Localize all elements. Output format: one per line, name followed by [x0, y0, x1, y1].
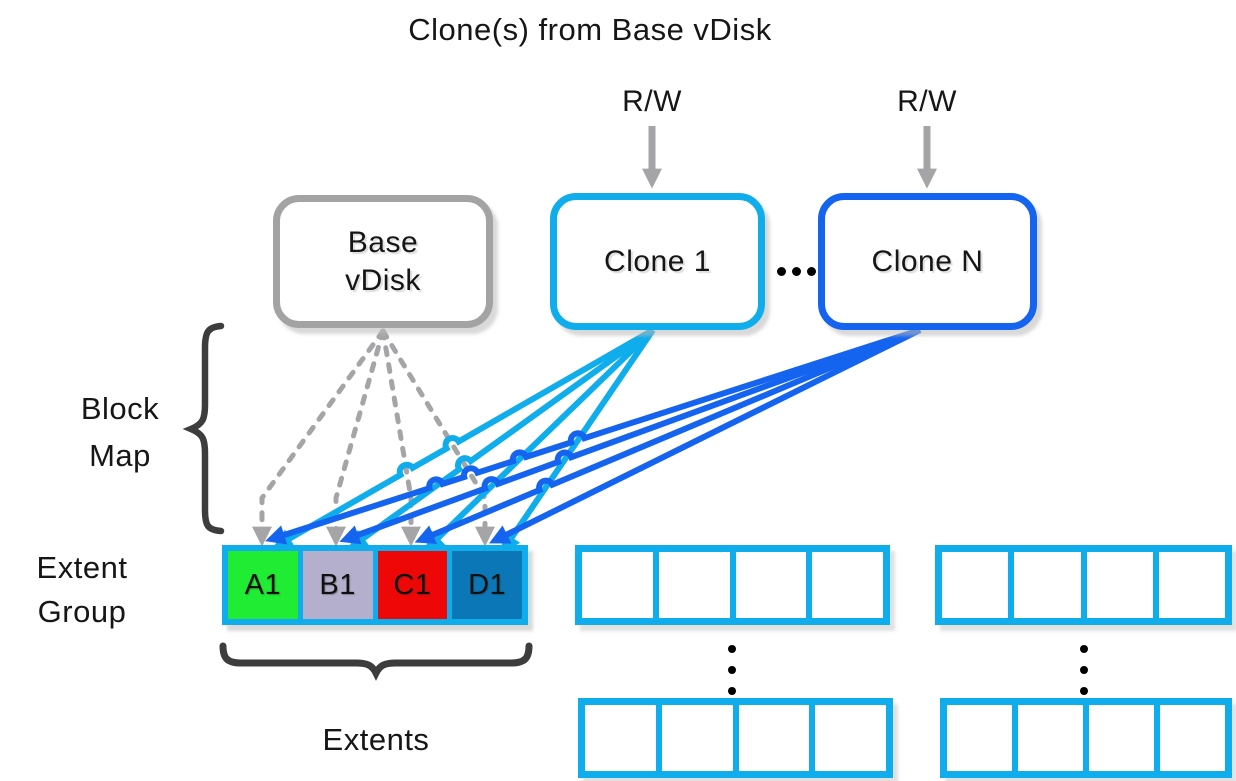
- empty-extent-cell: [655, 705, 733, 771]
- block-map-arrow-base: [326, 328, 386, 547]
- rw-label-clone1: R/W: [622, 85, 682, 118]
- extent-cell-a1: A1: [228, 551, 298, 619]
- vertical-dots: [1080, 645, 1088, 695]
- block-map-arrow-clonen: [339, 327, 922, 545]
- extent-cell-c1: C1: [377, 551, 448, 619]
- empty-extent-cell: [729, 552, 807, 618]
- empty-extent-cell: [582, 552, 653, 618]
- empty-extent-cell: [1012, 705, 1083, 771]
- empty-extent-cell: [809, 705, 886, 771]
- empty-extent-cell: [1083, 705, 1154, 771]
- base-vdisk-box: Base vDisk: [273, 195, 493, 328]
- block-map-arrow-base: [380, 328, 495, 547]
- block-map-arrow-base: [252, 328, 386, 547]
- diagram-title: Clone(s) from Base vDisk: [408, 12, 772, 47]
- clones-ellipsis-dots: [777, 267, 816, 276]
- clone-n-label: Clone N: [871, 244, 984, 278]
- block-map-arrow-base: [380, 328, 421, 547]
- extents-label: Extents: [322, 722, 430, 757]
- empty-extent-cell: [1008, 552, 1081, 618]
- empty-extent-cell: [732, 705, 810, 771]
- block-map-label: Block Map: [38, 385, 202, 479]
- ellipsis-dot: [777, 267, 786, 276]
- block-map-arrow-clonen: [414, 327, 922, 544]
- clone-1-label: Clone 1: [604, 244, 711, 278]
- block-map-arrow-clone1: [500, 328, 656, 554]
- empty-extent-group: [935, 545, 1232, 625]
- empty-extent-group: [940, 698, 1232, 778]
- empty-extent-cell: [806, 552, 883, 618]
- vertical-dot: [728, 687, 736, 695]
- extent-group-label-line1: Extent: [36, 550, 128, 585]
- clone-1-box: Clone 1: [550, 193, 765, 330]
- vertical-dot: [1080, 666, 1088, 674]
- block-map-label-line2: Map: [89, 438, 151, 473]
- vertical-dot: [728, 666, 736, 674]
- extent-cell-b1: B1: [302, 551, 373, 619]
- empty-extent-cell: [942, 552, 1009, 618]
- base-vdisk-label-line1: Base: [347, 226, 419, 259]
- block-map-arrow-clone1: [272, 327, 655, 549]
- extent-cell-d1: D1: [452, 551, 522, 619]
- ellipsis-dot: [807, 267, 816, 276]
- rw-label-clonen: R/W: [897, 85, 957, 118]
- clone-n-box: Clone N: [818, 193, 1037, 330]
- vertical-dot: [1080, 645, 1088, 653]
- block-map-arrow-clonen: [265, 327, 921, 545]
- empty-extent-cell: [1154, 705, 1225, 771]
- empty-extent-cell: [947, 705, 1012, 771]
- block-map-arrow-clone1: [424, 327, 656, 552]
- empty-extent-cell: [1080, 552, 1153, 618]
- block-map-arrow-clonen: [489, 327, 922, 544]
- extent-group-label-line2: Group: [37, 594, 127, 629]
- empty-extent-cell: [652, 552, 730, 618]
- empty-extent-group: [578, 698, 893, 778]
- extents-brace: [219, 642, 533, 681]
- empty-extent-cell: [1152, 552, 1225, 618]
- block-map-arrow-clone1: [347, 327, 655, 550]
- empty-extent-group: [575, 545, 890, 625]
- base-vdisk-label-line2: vDisk: [345, 263, 421, 297]
- vertical-dot: [728, 645, 736, 653]
- base-vdisk-label: Base vDisk: [345, 224, 421, 299]
- vertical-dot: [1080, 687, 1088, 695]
- extent-group-label: Extent Group: [0, 546, 164, 634]
- vertical-dots: [728, 645, 736, 695]
- empty-extent-cell: [585, 705, 656, 771]
- block-map-label-line1: Block: [80, 391, 160, 426]
- ellipsis-dot: [792, 267, 801, 276]
